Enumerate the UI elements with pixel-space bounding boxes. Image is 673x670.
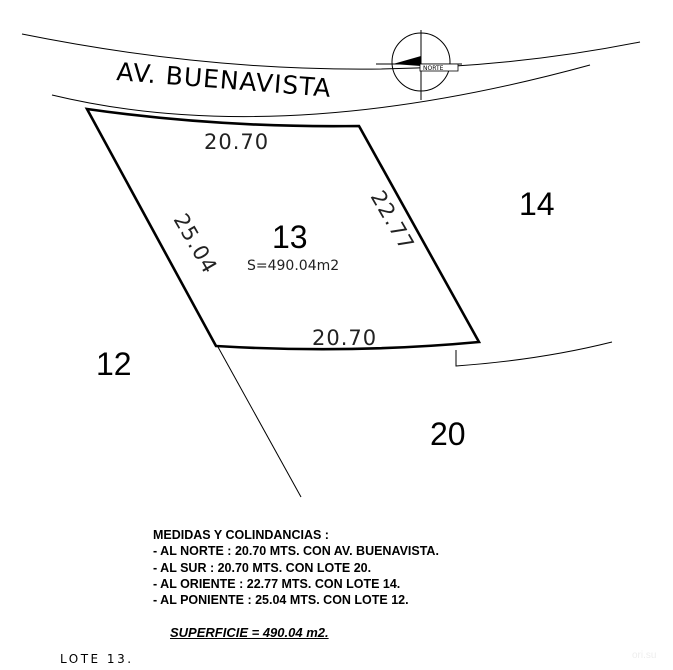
dimension-south: 20.70 [312, 326, 377, 350]
street-lower-edge [51, 64, 591, 118]
north-arrow-icon: NORTE [376, 30, 462, 100]
note-line-south: - AL SUR : 20.70 MTS. CON LOTE 20. [153, 560, 372, 575]
watermark: ori.su [632, 650, 657, 661]
lot-caption: LOTE 13. [60, 652, 134, 666]
lot-13-parcel [84, 107, 482, 351]
total-area-label: SUPERFICIE = 490.04 m2. [170, 625, 329, 640]
north-label: NORTE [423, 65, 444, 72]
lot-13-area: S=490.04m2 [247, 258, 339, 274]
measurements-notes: MEDIDAS Y COLINDANCIAS : - AL NORTE : 20… [153, 527, 439, 608]
note-line-west: - AL PONIENTE : 25.04 MTS. CON LOTE 12. [153, 593, 409, 608]
dimension-west: 25.04 [169, 210, 222, 278]
notes-heading: MEDIDAS Y COLINDANCIAS : [153, 528, 329, 542]
boundary-line-lot-14-20 [455, 341, 613, 367]
note-line-north: - AL NORTE : 20.70 MTS. CON AV. BUENAVIS… [153, 544, 439, 559]
neighbor-lot-12: 12 [96, 346, 132, 382]
boundary-line-lot-12-20 [217, 346, 302, 498]
note-line-east: - AL ORIENTE : 22.77 MTS. CON LOTE 14. [153, 576, 401, 591]
neighbor-lot-14: 14 [519, 186, 555, 222]
street-upper-edge [21, 33, 641, 70]
street-name-label: AV. BUENAVISTA [116, 57, 333, 103]
lot-13-number: 13 [272, 219, 308, 255]
neighbor-lot-20: 20 [430, 416, 466, 452]
dimension-north: 20.70 [204, 130, 269, 154]
